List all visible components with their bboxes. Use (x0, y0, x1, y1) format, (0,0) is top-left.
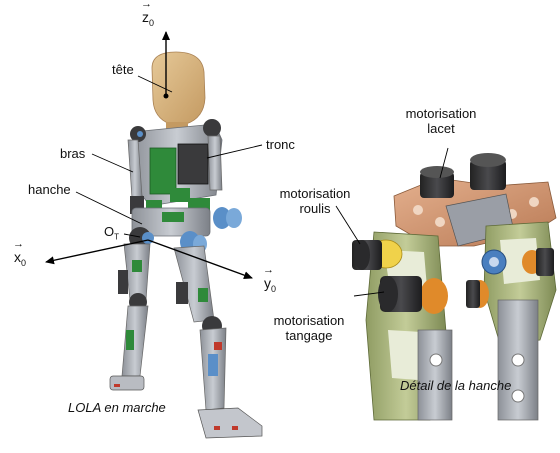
head-shape (152, 52, 205, 134)
label-bras: bras (60, 146, 85, 161)
label-motorisation-roulis: motorisation roulis (260, 186, 370, 216)
caption-lola: LOLA en marche (68, 400, 166, 415)
lacet-line-2: lacet (386, 121, 496, 136)
lacet-line-1: motorisation (386, 106, 496, 121)
tangage-line-1: motorisation (254, 313, 364, 328)
x0-subscript: 0 (21, 258, 26, 268)
right-leg-shape (174, 246, 262, 438)
y0-vector: y (264, 276, 271, 291)
roulis-line-1: motorisation (260, 186, 370, 201)
y0-axis-label: y0 (264, 276, 276, 297)
label-hanche: hanche (28, 182, 71, 197)
origin-letter: O (104, 224, 114, 239)
x0-axis-label: x0 (14, 250, 26, 271)
left-leg-shape (110, 244, 150, 390)
z0-axis-label: z0 (142, 10, 154, 31)
z0-vector: z (142, 10, 149, 25)
origin-subscript: T (114, 233, 119, 242)
label-motorisation-tangage: motorisation tangage (254, 313, 364, 343)
roulis-line-2: roulis (260, 201, 370, 216)
label-tete: tête (112, 62, 134, 77)
label-tronc: tronc (266, 137, 295, 152)
robot-lola (110, 52, 262, 438)
label-origin-ot: OT (104, 224, 119, 245)
y0-subscript: 0 (271, 284, 276, 294)
label-motorisation-lacet: motorisation lacet (386, 106, 496, 136)
x0-vector: x (14, 250, 21, 265)
tangage-line-2: tangage (254, 328, 364, 343)
z0-subscript: 0 (149, 18, 154, 28)
caption-hip-detail: Détail de la hanche (400, 378, 511, 393)
